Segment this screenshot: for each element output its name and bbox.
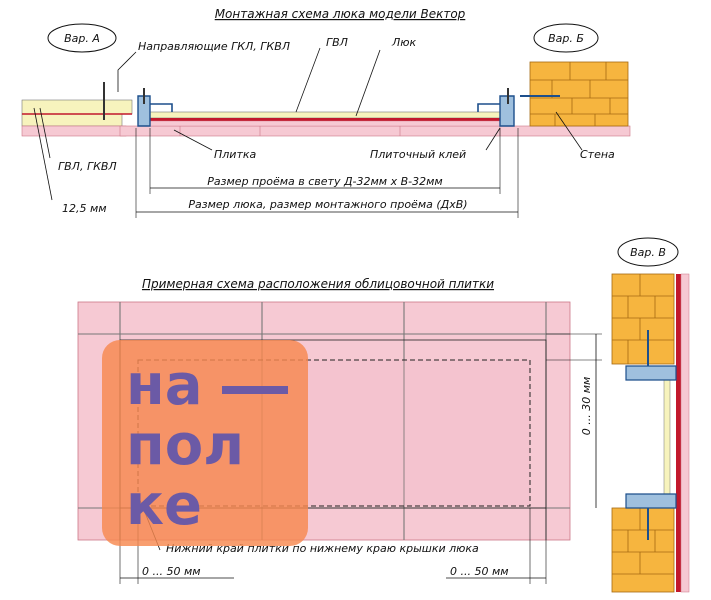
variant-v-section: Вар. В bbox=[611, 237, 690, 593]
hatch-glue-line bbox=[150, 118, 500, 121]
leader-wall bbox=[555, 111, 583, 151]
top-title: Монтажная схема люка модели Вектор bbox=[215, 7, 466, 21]
hatch-frame-left bbox=[137, 95, 151, 127]
side-frame-bottom bbox=[625, 493, 677, 509]
variant-v-oval bbox=[617, 237, 679, 267]
hatch-tile bbox=[149, 120, 501, 127]
brick-wall-side-bottom bbox=[611, 507, 675, 593]
label-gvl: ГВЛ bbox=[326, 36, 348, 49]
leader-tile-glue bbox=[485, 127, 501, 151]
variant-v-label: Вар. В bbox=[630, 246, 666, 259]
variant-b-label: Вар. Б bbox=[548, 32, 584, 45]
dim-left-text: 0 ... 50 мм bbox=[142, 565, 201, 578]
dim-right-text: 0 ... 50 мм bbox=[450, 565, 509, 578]
watermark-line-2: пол bbox=[126, 413, 244, 478]
leader-gvl bbox=[295, 47, 321, 113]
label-gvl-gkvl: ГВЛ, ГКВЛ bbox=[58, 160, 117, 173]
brick-wall-top bbox=[529, 61, 629, 127]
leader-gvl-gkvl bbox=[39, 107, 51, 159]
side-frame-top bbox=[625, 365, 677, 381]
dim-clear-opening-text: Размер проёма в свету Д-32мм х В-32мм bbox=[207, 175, 442, 188]
side-hatch-lid bbox=[663, 369, 671, 501]
label-wall: Стена bbox=[580, 148, 615, 161]
label-tile-glue: Плиточный клей bbox=[370, 148, 466, 161]
brick-wall-side-top bbox=[611, 273, 675, 365]
label-tile: Плитка bbox=[214, 148, 257, 161]
dim-hatch-size-text: Размер люка, размер монтажного проёма (Д… bbox=[188, 198, 467, 211]
variant-b-oval bbox=[533, 23, 599, 53]
bottom-title: Примерная схема расположения облицовочно… bbox=[142, 277, 494, 291]
label-guides: Направляющие ГКЛ, ГКВЛ bbox=[138, 40, 290, 53]
leader-thickness bbox=[33, 107, 53, 201]
side-glue-layer bbox=[676, 274, 681, 592]
napolke-watermark: на пол ке bbox=[102, 340, 308, 546]
side-tile-layer bbox=[680, 273, 690, 593]
leader-tile bbox=[173, 129, 213, 151]
watermark-line-3: ке bbox=[126, 473, 202, 538]
watermark-bar bbox=[222, 386, 288, 394]
leader-guides bbox=[117, 51, 137, 92]
gvl-layer-upper bbox=[21, 99, 133, 115]
hatch-frame-left-hook bbox=[150, 103, 173, 112]
dim-vertical-text: 0 ... 30 мм bbox=[580, 377, 593, 436]
hatch-lid bbox=[149, 111, 501, 119]
label-thickness: 12,5 мм bbox=[62, 202, 107, 215]
hatch-frame-right-hook bbox=[477, 103, 500, 112]
variant-a-oval bbox=[47, 23, 117, 53]
top-section: Монтажная схема люка модели Вектор Вар. … bbox=[21, 7, 631, 218]
leader-hatch bbox=[355, 49, 381, 117]
variant-a-label: Вар. А bbox=[64, 32, 100, 45]
tile-layer-main bbox=[119, 125, 631, 137]
hatch-frame-right bbox=[499, 95, 515, 127]
watermark-line-1: на bbox=[126, 353, 202, 418]
label-hatch: Люк bbox=[391, 36, 417, 49]
